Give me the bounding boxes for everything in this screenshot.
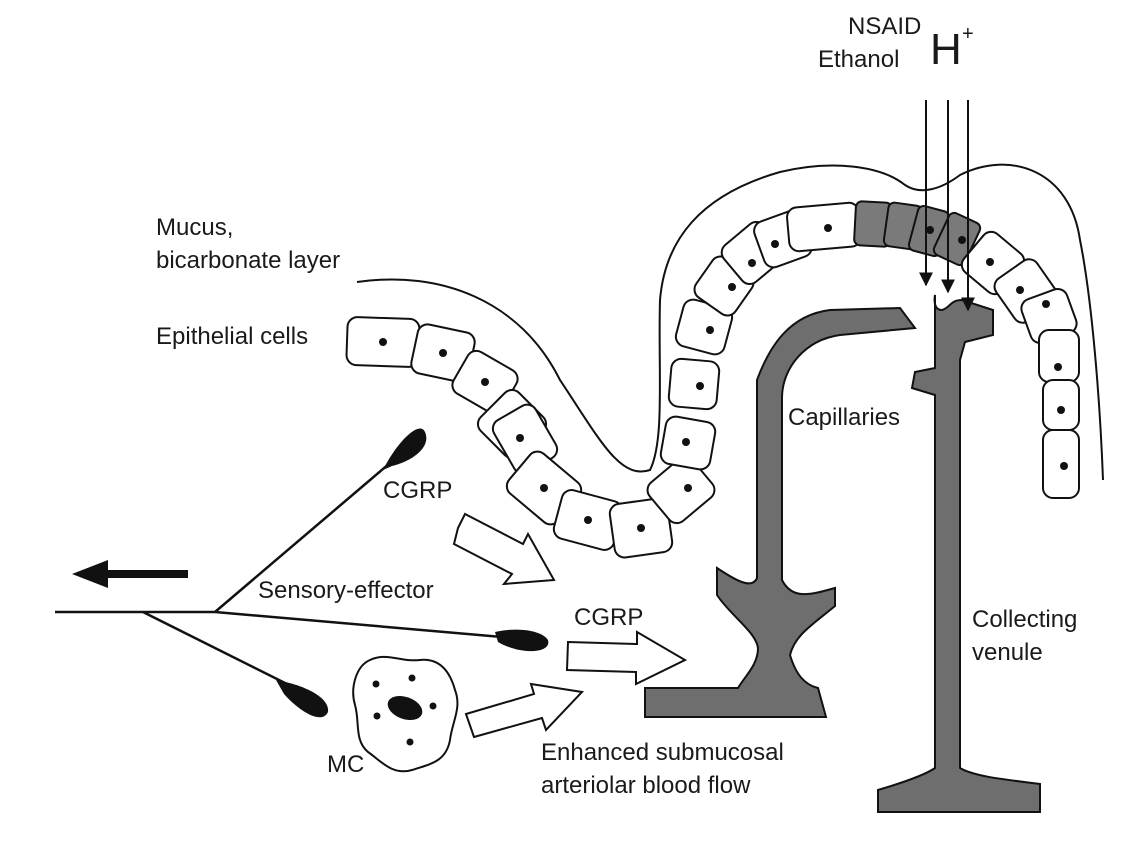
- epithelial-cell-nucleus: [706, 326, 714, 334]
- epithelial-cell-nucleus: [516, 434, 524, 442]
- epithelial-cell-nucleus: [696, 382, 704, 390]
- epithelial-cell: [1043, 380, 1079, 430]
- epithelial-cell-nucleus: [958, 236, 966, 244]
- capillaries-label: Capillaries: [788, 403, 900, 433]
- mast-cell-granule: [373, 681, 380, 688]
- collecting-venule: [878, 295, 1040, 812]
- sensory-effector-label: Sensory-effector: [258, 576, 434, 606]
- epithelial-cell-nucleus: [748, 259, 756, 267]
- mucus-layer-label-line2: bicarbonate layer: [156, 246, 340, 276]
- collecting-venule-label-line2: venule: [972, 638, 1043, 668]
- mast-cell-granule: [407, 739, 414, 746]
- h-ion-charge-label: +: [962, 24, 974, 44]
- epithelial-cell-nucleus: [540, 484, 548, 492]
- cgrp-label-upper: CGRP: [383, 476, 452, 506]
- epithelial-cell-nucleus: [584, 516, 592, 524]
- blood-flow-label-line2: arteriolar blood flow: [541, 771, 750, 801]
- mast-cell-granule: [374, 713, 381, 720]
- epithelial-cells: [346, 201, 1079, 559]
- epithelial-cell-nucleus: [824, 224, 832, 232]
- epithelial-cell-nucleus: [1016, 286, 1024, 294]
- h-ion-label: H: [930, 28, 962, 72]
- nerve-fiber-lower: [143, 612, 285, 683]
- cgrp-label-lower: CGRP: [574, 603, 643, 633]
- epithelial-cell-nucleus: [637, 524, 645, 532]
- nerve-fiber-middle: [215, 612, 502, 637]
- ethanol-label: Ethanol: [818, 45, 899, 75]
- epithelial-cell-nucleus: [926, 226, 934, 234]
- epithelial-cell-nucleus: [1042, 300, 1050, 308]
- mast-cell-granule: [409, 675, 416, 682]
- epithelial-cell-nucleus: [1060, 462, 1068, 470]
- cgrp-release-arrow-upper: [454, 514, 554, 584]
- epithelial-cell-nucleus: [379, 338, 387, 346]
- mast-cell-granule: [430, 703, 437, 710]
- epithelial-cell-nucleus: [771, 240, 779, 248]
- afferent-signal-arrow-head: [72, 560, 108, 588]
- epithelial-cell: [786, 202, 862, 252]
- mast-cell-arrow: [466, 684, 582, 737]
- blood-flow-label-line1: Enhanced submucosal: [541, 738, 784, 768]
- mast-cell-label: MC: [327, 750, 364, 780]
- epithelial-cell-nucleus: [684, 484, 692, 492]
- epithelial-cells-label: Epithelial cells: [156, 322, 308, 352]
- nerve-ending-middle: [495, 630, 548, 652]
- epithelial-cell-nucleus: [481, 378, 489, 386]
- mucus-layer-label-line1: Mucus,: [156, 213, 233, 243]
- collecting-venule-label-line1: Collecting: [972, 605, 1077, 635]
- epithelial-cell-nucleus: [1054, 363, 1062, 371]
- epithelial-cell-nucleus: [728, 283, 736, 291]
- nerve-ending-upper: [383, 428, 426, 470]
- epithelial-cell-nucleus: [1057, 406, 1065, 414]
- nerve-ending-lower: [276, 680, 328, 717]
- epithelial-cell-nucleus: [682, 438, 690, 446]
- epithelial-cell: [1039, 330, 1079, 382]
- epithelial-cell-nucleus: [439, 349, 447, 357]
- epithelial-cell-nucleus: [986, 258, 994, 266]
- cgrp-release-arrow-lower: [567, 632, 685, 684]
- nsaid-label: NSAID: [848, 12, 921, 42]
- epithelial-cell: [668, 358, 720, 410]
